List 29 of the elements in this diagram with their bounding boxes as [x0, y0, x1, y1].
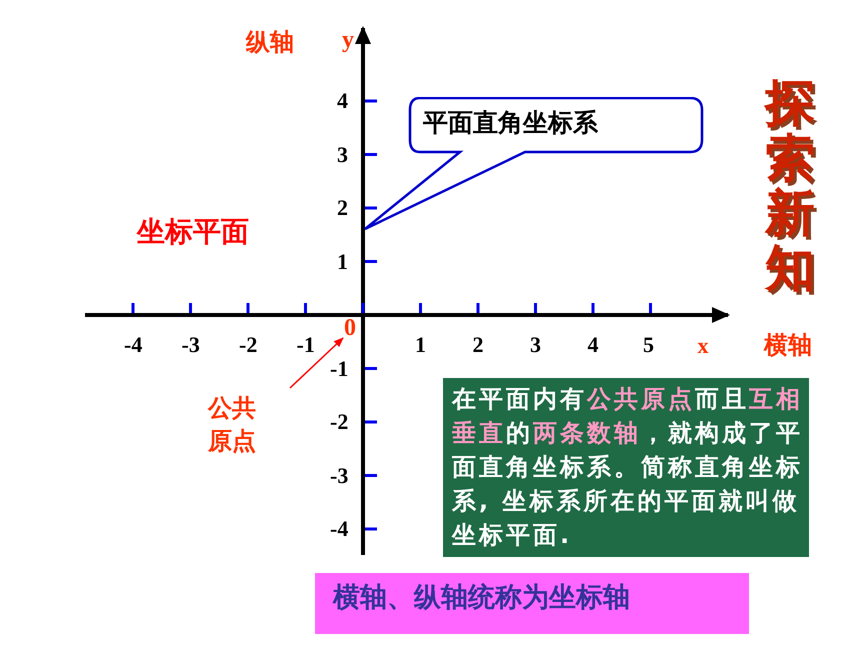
tick-label: 3: [530, 334, 541, 356]
tick-label: -1: [330, 358, 348, 380]
definition-box: 在平面内有公共原点而且互相垂直的两条数轴，就构成了平面直角坐标系。简称直角坐标系, 坐标系所在的平面就叫做坐标平面.: [443, 378, 809, 557]
tick-label: -4: [330, 518, 348, 540]
tick-label: -2: [239, 334, 258, 356]
heading: 探索新知: [763, 75, 816, 295]
tick-label: 3: [337, 144, 348, 166]
note-box: 横轴、纵轴统称为坐标轴: [315, 573, 749, 634]
tick-label: -3: [182, 334, 200, 356]
tick-label: 1: [337, 250, 348, 272]
callout-text: 公共原点: [204, 392, 260, 458]
callout-bubble: 平面直角坐标系: [363, 97, 705, 233]
axis-label: 横轴: [764, 333, 812, 357]
tick-label: 4: [588, 334, 598, 356]
arrow: [289, 337, 344, 389]
origin-label: 0: [344, 316, 360, 340]
tick-label: -4: [124, 334, 142, 356]
tick-label: x: [698, 335, 708, 357]
axis-label: 坐标平面: [137, 218, 249, 246]
tick-label: y: [342, 28, 354, 52]
axis-label: 纵轴: [246, 30, 294, 54]
tick-label: 5: [643, 334, 654, 356]
tick-label: -3: [330, 464, 348, 486]
tick-label: 2: [472, 334, 484, 356]
tick-label: -1: [296, 334, 315, 356]
tick-label: 4: [337, 90, 348, 112]
tick-label: -2: [330, 411, 348, 433]
tick-label: 2: [337, 197, 348, 219]
tick-label: 1: [415, 334, 426, 356]
